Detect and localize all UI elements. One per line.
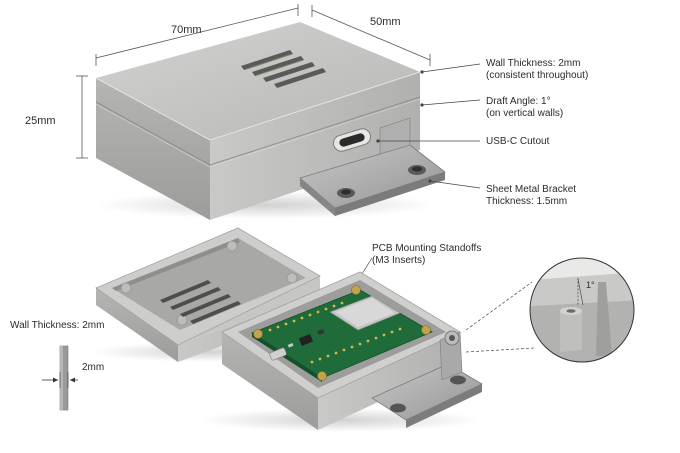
dimension-length-label: 70mm — [171, 24, 202, 36]
pcb-board — [251, 289, 433, 382]
callout-bracket-line2: Thickness: 1.5mm — [486, 196, 568, 207]
callout-draft-angle: Draft Angle: 1° (on vertical walls) — [486, 96, 563, 120]
wall-section-detail — [42, 345, 78, 411]
wall-section-label: 2mm — [82, 362, 105, 373]
pcb-standoffs — [253, 285, 431, 381]
callout-bracket: Sheet Metal Bracket Thickness: 1.5mm — [486, 184, 576, 208]
callout-draft-angle-line1: Draft Angle: 1° — [486, 96, 551, 107]
dimension-height-label: 25mm — [25, 115, 56, 127]
callout-standoffs: PCB Mounting Standoffs (M3 Inserts) — [372, 243, 481, 267]
callout-standoffs-line2: (M3 Inserts) — [372, 255, 426, 266]
callout-standoffs-line1: PCB Mounting Standoffs — [372, 243, 482, 254]
draft-angle-detail — [465, 257, 635, 363]
dimension-lines — [76, 4, 431, 159]
dimension-width-label: 50mm — [370, 16, 401, 28]
callout-wall-thickness-left: Wall Thickness: 2mm — [10, 320, 105, 331]
open-lid — [90, 227, 330, 362]
vent-slots — [241, 50, 326, 88]
usb-c-port — [332, 128, 372, 152]
callout-wall-thickness-line2: (consistent throughout) — [486, 70, 589, 81]
callout-usb-c: USB-C Cutout — [486, 136, 550, 147]
open-base — [200, 271, 483, 432]
sheet-metal-bracket — [299, 117, 446, 216]
detail-angle-label: 1° — [586, 280, 595, 290]
callout-wall-thickness-line1: Wall Thickness: 2mm — [486, 58, 581, 69]
callout-wall-thickness: Wall Thickness: 2mm (consistent througho… — [486, 58, 588, 82]
base-bracket — [371, 330, 483, 428]
closed-enclosure — [95, 22, 446, 220]
callout-draft-angle-line2: (on vertical walls) — [486, 108, 564, 119]
callout-bracket-line1: Sheet Metal Bracket — [486, 184, 577, 195]
